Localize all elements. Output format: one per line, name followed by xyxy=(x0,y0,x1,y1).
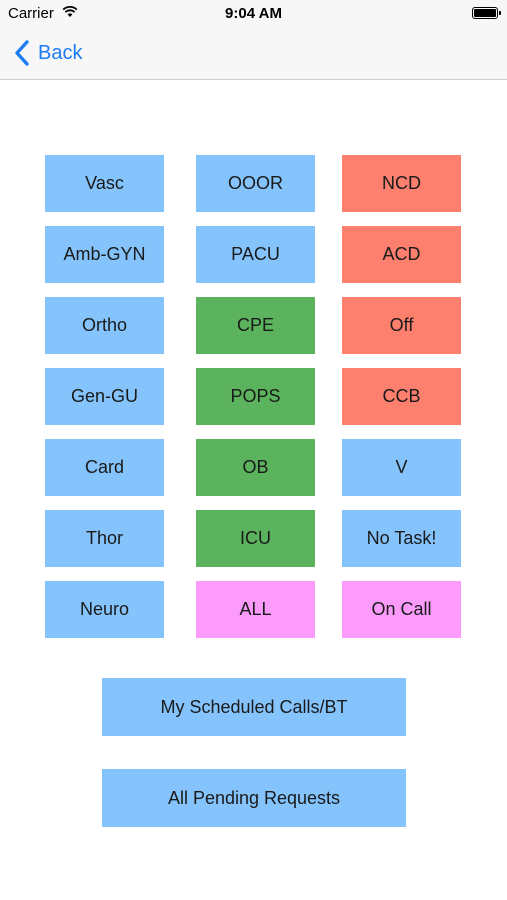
tile-neuro[interactable]: Neuro xyxy=(45,581,164,638)
tile-vasc[interactable]: Vasc xyxy=(45,155,164,212)
carrier-label: Carrier xyxy=(8,5,54,22)
tile-pops[interactable]: POPS xyxy=(196,368,315,425)
tile-ooor[interactable]: OOOR xyxy=(196,155,315,212)
battery-icon xyxy=(472,7,501,19)
tile-on-call[interactable]: On Call xyxy=(342,581,461,638)
tile-off[interactable]: Off xyxy=(342,297,461,354)
tile-cpe[interactable]: CPE xyxy=(196,297,315,354)
my-scheduled-calls-button[interactable]: My Scheduled Calls/BT xyxy=(102,678,406,736)
back-label: Back xyxy=(38,41,83,64)
chevron-left-icon xyxy=(15,40,29,66)
tile-all[interactable]: ALL xyxy=(196,581,315,638)
tile-card[interactable]: Card xyxy=(45,439,164,496)
wifi-icon xyxy=(62,5,78,17)
tile-ccb[interactable]: CCB xyxy=(342,368,461,425)
tile-acd[interactable]: ACD xyxy=(342,226,461,283)
tile-icu[interactable]: ICU xyxy=(196,510,315,567)
back-button[interactable]: Back xyxy=(14,38,82,68)
tile-ortho[interactable]: Ortho xyxy=(45,297,164,354)
tile-v[interactable]: V xyxy=(342,439,461,496)
tile-ob[interactable]: OB xyxy=(196,439,315,496)
navigation-bar: Back xyxy=(0,28,507,80)
tile-amb-gyn[interactable]: Amb-GYN xyxy=(45,226,164,283)
tile-pacu[interactable]: PACU xyxy=(196,226,315,283)
tile-thor[interactable]: Thor xyxy=(45,510,164,567)
all-pending-requests-button[interactable]: All Pending Requests xyxy=(102,769,406,827)
tile-gen-gu[interactable]: Gen-GU xyxy=(45,368,164,425)
tile-ncd[interactable]: NCD xyxy=(342,155,461,212)
status-bar: Carrier 9:04 AM xyxy=(0,0,507,28)
tile-no-task[interactable]: No Task! xyxy=(342,510,461,567)
clock: 9:04 AM xyxy=(225,5,282,22)
